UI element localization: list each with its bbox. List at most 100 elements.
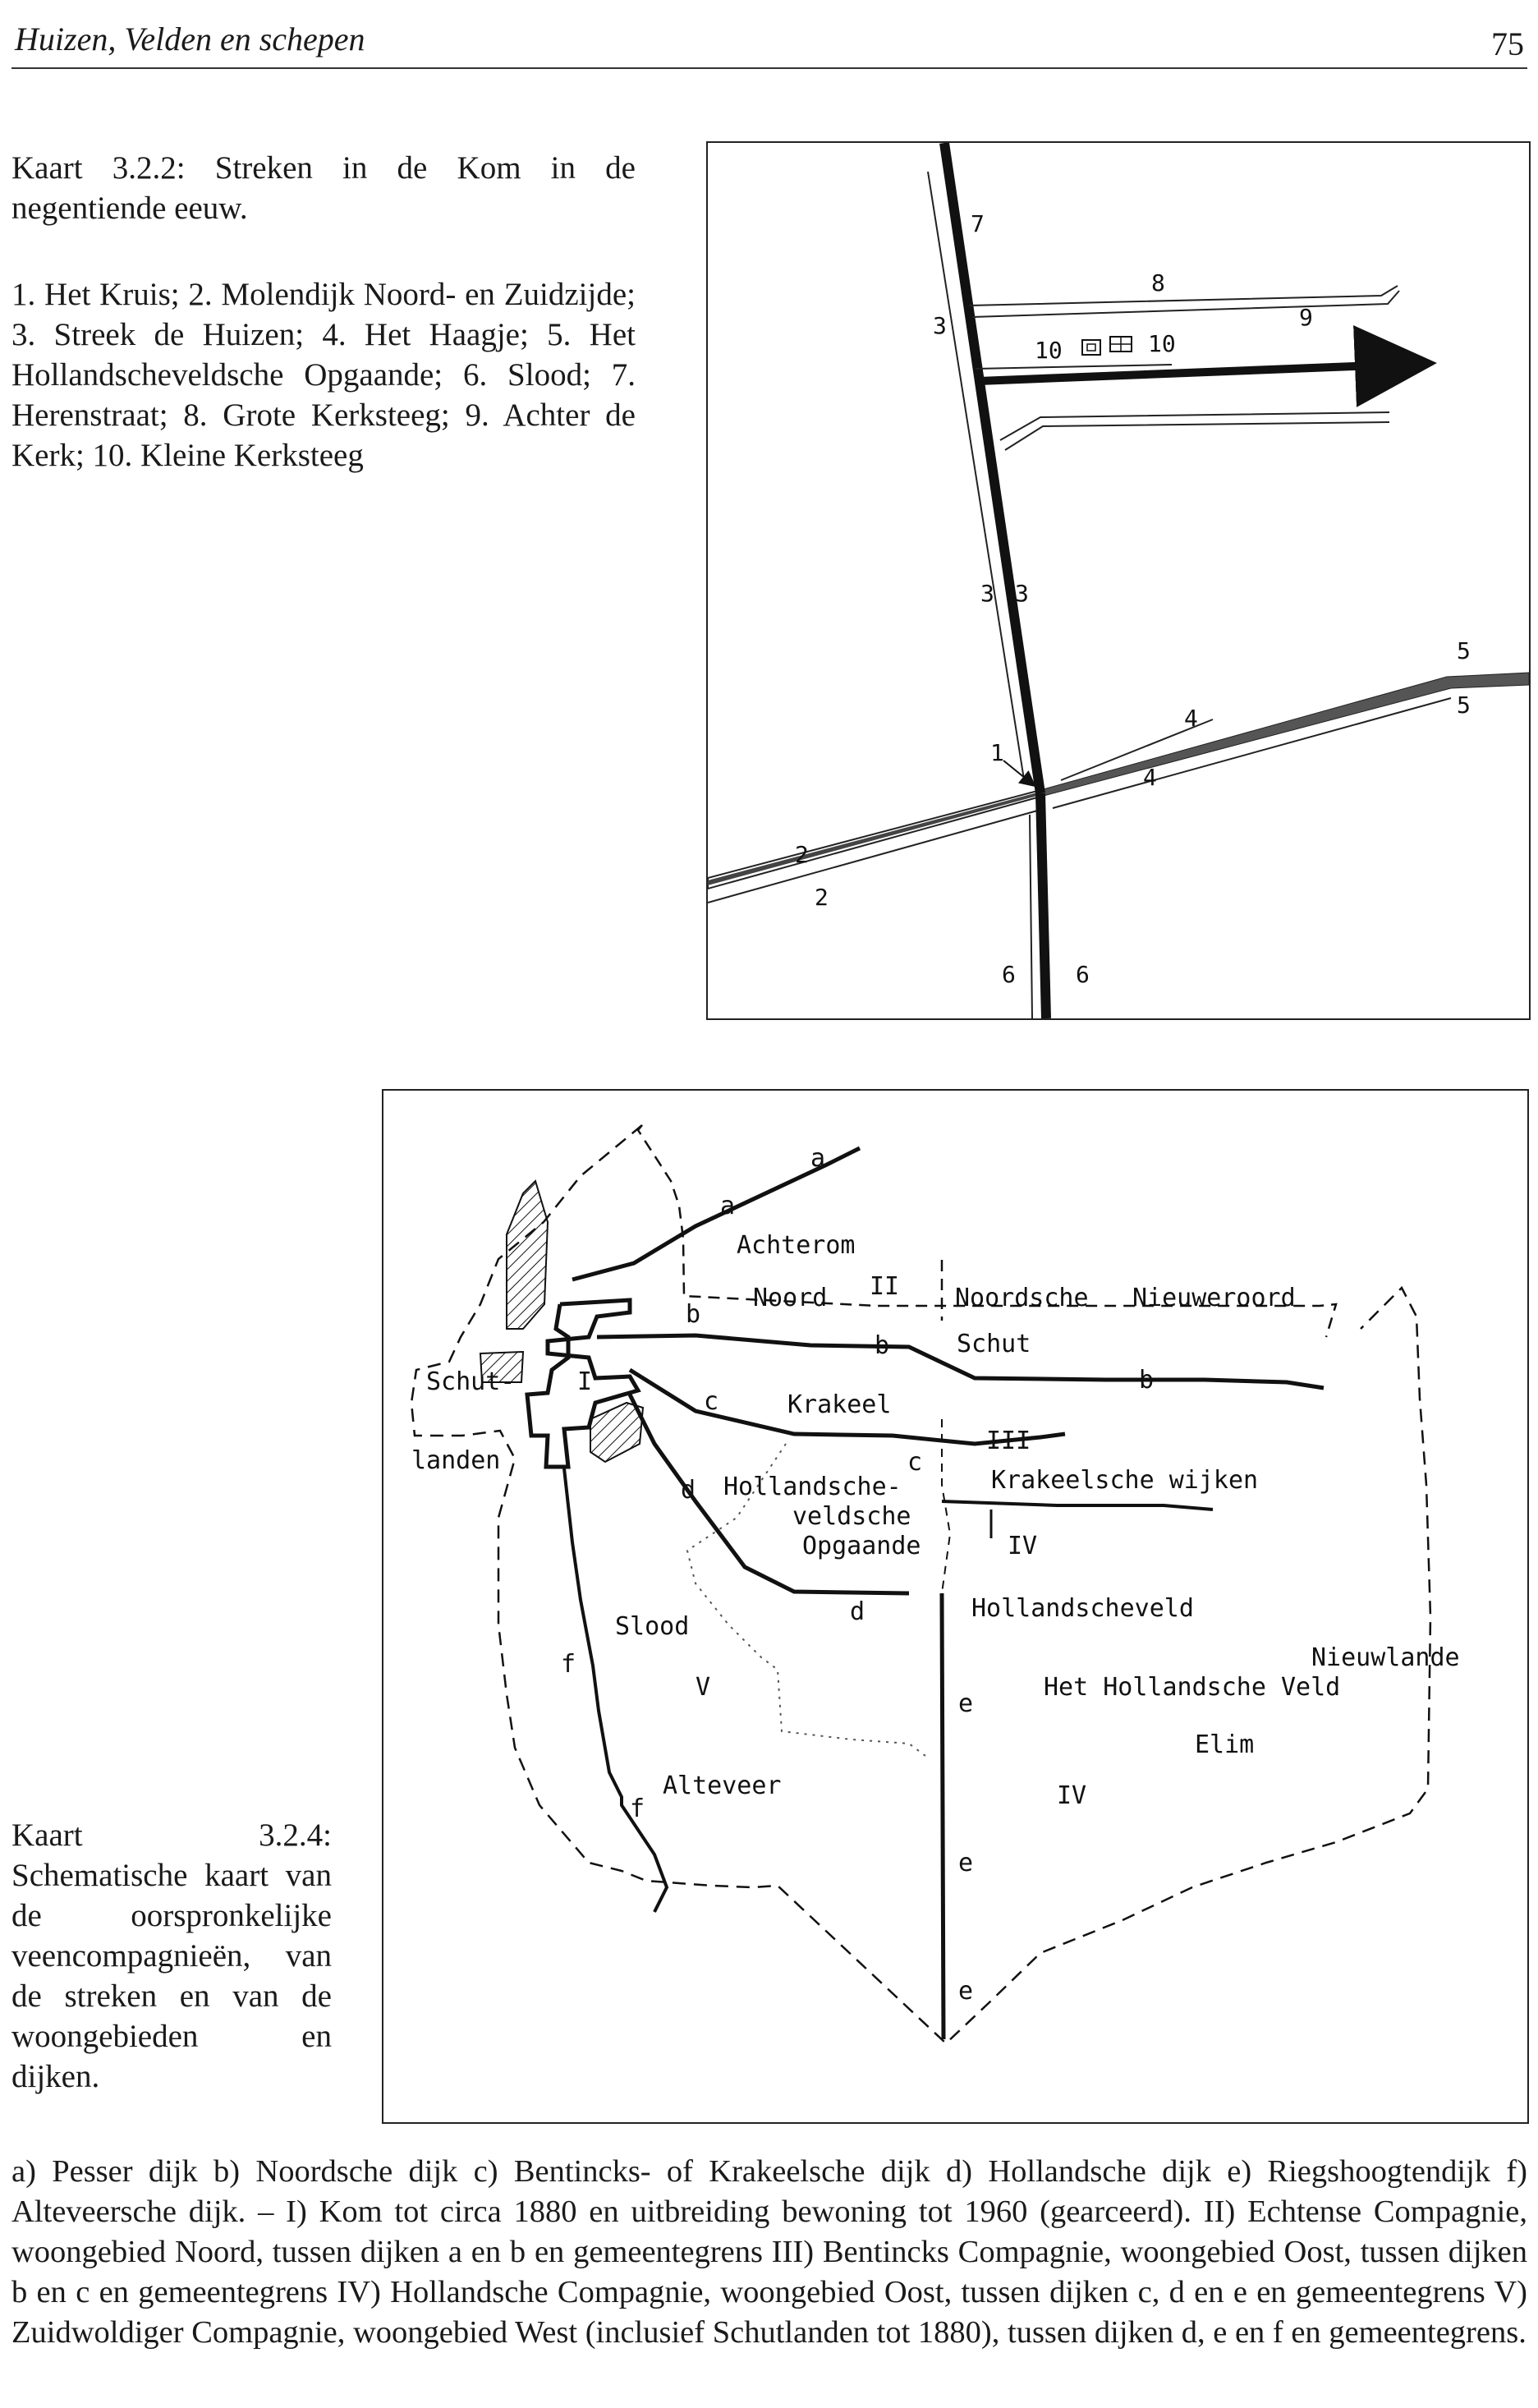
label-1: 1 [990, 739, 1004, 766]
dijk-b [596, 1333, 1325, 1390]
label-hollandscheveld: Hollandscheveld [971, 1594, 1194, 1623]
label-nieuwlande: Nieuwlande [1311, 1643, 1460, 1672]
road-slood-edge [1029, 814, 1033, 1018]
label-e1: e [958, 1689, 973, 1718]
road-side-street-b [1004, 421, 1390, 451]
label-veldsche: veldsche [792, 1502, 911, 1531]
map1-caption-title: Kaart 3.2.2: Streken in de Kom in de neg… [11, 150, 636, 226]
label-f2: f [630, 1795, 645, 1823]
label-d2: d [850, 1597, 865, 1626]
dotted-boundary [686, 1443, 926, 1757]
label-a2: a [720, 1192, 735, 1220]
hatched-kom-3 [479, 1350, 525, 1383]
label-b3: b [1139, 1366, 1154, 1395]
label-het-hollandsche-veld: Het Hollandsche Veld [1044, 1673, 1340, 1702]
map1-caption-body: 1. Het Kruis; 2. Molendijk Noord- en Zui… [11, 277, 636, 473]
label-slood: Slood [615, 1612, 689, 1641]
road-side-street [999, 411, 1390, 441]
label-b2: b [875, 1331, 889, 1360]
dijk-a [572, 1146, 861, 1282]
church-icon [1081, 339, 1101, 356]
dijk-f [562, 1468, 669, 1913]
map-veencompagnieen: a a Achterom II Noord b Noordsche Nieuwe… [382, 1089, 1529, 2124]
label-roman-3: III [986, 1427, 1031, 1455]
label-2a: 2 [795, 841, 809, 868]
label-f1: f [561, 1650, 576, 1679]
label-roman-2: II [870, 1272, 899, 1301]
label-d1: d [681, 1476, 696, 1505]
road-opgaande [1040, 672, 1529, 797]
dijk-d [627, 1393, 910, 1596]
label-elim: Elim [1195, 1730, 1254, 1759]
label-5a: 5 [1457, 637, 1471, 664]
label-hollandsche: Hollandsche- [723, 1473, 902, 1501]
label-nieuweroord: Nieuweroord [1132, 1284, 1296, 1312]
label-10b: 10 [1148, 330, 1176, 357]
label-10a: 10 [1035, 337, 1063, 364]
road-grote-kerksteeg [968, 285, 1398, 306]
label-4b: 4 [1143, 764, 1157, 791]
label-2b: 2 [815, 884, 829, 911]
map2-caption-text: Kaart 3.2.4: Schematische kaart van de o… [11, 1817, 332, 2094]
label-krakeel: Krakeel [787, 1390, 891, 1419]
road-achter-de-kerk [978, 325, 1437, 407]
label-noord: Noord [753, 1284, 827, 1312]
map-veencompagnieen-drawing: a a Achterom II Noord b Noordsche Nieuwe… [410, 1124, 1460, 2045]
church-inner [1086, 343, 1096, 352]
edge-4-lower [1052, 697, 1452, 809]
label-b1: b [686, 1300, 700, 1329]
label-roman-4b: IV [1057, 1781, 1086, 1810]
arrow-het-kruis [1003, 760, 1036, 788]
label-e3: e [958, 1977, 973, 2006]
kom-outline [525, 1298, 641, 1469]
label-krakeelsche-wijken: Krakeelsche wijken [991, 1466, 1258, 1495]
road-herenstraat-edge [927, 171, 1025, 780]
label-5b: 5 [1457, 692, 1471, 719]
running-header: Huizen, Velden en schepen 75 [11, 15, 1527, 69]
label-6b: 6 [1076, 961, 1090, 988]
label-achterom: Achterom [737, 1231, 856, 1260]
label-6a: 6 [1002, 961, 1016, 988]
label-landen: landen [411, 1446, 500, 1475]
label-7: 7 [971, 210, 985, 237]
road-slood [1035, 793, 1051, 1018]
road-kleine-kerksteeg [975, 364, 1173, 370]
dijk-e [939, 1592, 946, 2040]
label-roman-5: V [696, 1673, 710, 1702]
municipal-boundary [410, 1124, 1432, 2045]
boundary-north [636, 1124, 1338, 1338]
label-3c: 3 [1015, 580, 1029, 607]
label-9: 9 [1299, 304, 1313, 331]
page-number: 75 [1491, 25, 1524, 62]
edge-4-upper [1060, 719, 1214, 781]
dijk-c [628, 1367, 1066, 1446]
label-roman-4a: IV [1008, 1532, 1037, 1560]
label-schut-: Schut- [426, 1367, 515, 1396]
map2-caption: Kaart 3.2.4: Schematische kaart van de o… [11, 1815, 332, 2097]
road-de-huizen [939, 143, 1045, 794]
label-3b: 3 [980, 580, 994, 607]
map-streken: 7 8 9 10 10 3 3 3 5 5 4 4 1 2 2 6 6 [706, 141, 1531, 1020]
map2-legend: a) Pesser dijk b) Noordsche dijk c) Bent… [11, 2152, 1527, 2353]
label-c2: c [907, 1448, 922, 1477]
running-title: Huizen, Velden en schepen [15, 21, 365, 57]
label-roman-1: I [577, 1367, 592, 1396]
map1-caption: Kaart 3.2.2: Streken in de Kom in de neg… [11, 148, 636, 476]
label-8: 8 [1151, 269, 1165, 296]
edge-2-lower [708, 809, 1041, 903]
map2-legend-text: a) Pesser dijk b) Noordsche dijk c) Bent… [11, 2154, 1527, 2350]
label-schut: Schut [957, 1330, 1031, 1358]
label-3a: 3 [933, 312, 947, 339]
road-molendijk-fill [708, 792, 1040, 885]
road-grote-kerksteeg-b [971, 290, 1400, 318]
map-streken-drawing: 7 8 9 10 10 3 3 3 5 5 4 4 1 2 2 6 6 [708, 143, 1529, 1018]
krakeelsche-wijk [941, 1500, 1214, 1511]
label-a1: a [810, 1144, 825, 1173]
label-4a: 4 [1184, 705, 1198, 732]
hatched-kom-1 [506, 1179, 549, 1330]
label-alteveer: Alteveer [663, 1772, 782, 1800]
label-e2: e [958, 1849, 973, 1877]
label-opgaande: Opgaande [802, 1532, 921, 1560]
hatched-kom-2 [590, 1401, 645, 1464]
label-c1: c [704, 1387, 718, 1416]
